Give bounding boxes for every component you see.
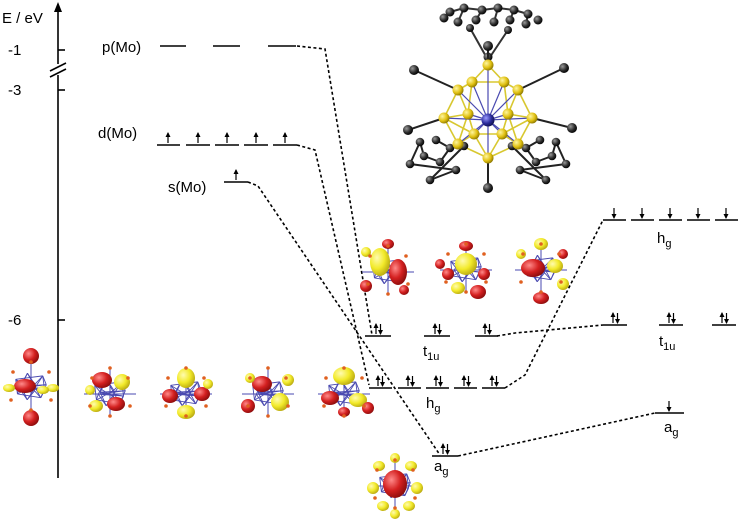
molecule-structure-icon <box>403 3 577 193</box>
spin-up-arrow-icon <box>373 323 379 334</box>
tick-label-minus-6: -6 <box>8 312 21 329</box>
tick-label-minus-1: -1 <box>8 42 21 59</box>
spin-down-arrow-icon <box>723 208 729 219</box>
spin-down-arrow-icon <box>666 401 672 412</box>
spin-up-arrow-icon <box>282 132 288 143</box>
d-mo-label: d(Mo) <box>98 125 137 142</box>
spin-down-arrow-icon <box>724 313 729 324</box>
orbital-isosurface-icon <box>435 241 492 299</box>
spin-down-arrow-icon <box>639 208 645 219</box>
spin-down-arrow-icon <box>466 376 471 387</box>
hg-levels-right: hg <box>603 219 738 250</box>
t1u-levels-center: t1u <box>365 335 498 363</box>
spin-down-arrow-icon <box>667 208 673 219</box>
ag-label-right: ag <box>664 419 678 439</box>
axis-break-icon <box>49 62 67 72</box>
electron-arrows <box>165 132 729 455</box>
p-mo-levels: p(Mo) <box>102 39 296 56</box>
ag-level-center: ag <box>432 455 458 478</box>
hg-levels-center: hg <box>369 387 505 415</box>
spin-up-arrow-icon <box>233 169 239 180</box>
ag-label-center: ag <box>434 458 448 478</box>
spin-up-arrow-icon <box>489 375 495 386</box>
ag-level-right: ag <box>655 412 684 439</box>
spin-down-arrow-icon <box>438 376 443 387</box>
axis-arrowhead-icon <box>54 2 62 12</box>
s-mo-level: s(Mo) <box>168 179 248 196</box>
orbital-isosurface-icon <box>241 366 294 418</box>
spin-up-arrow-icon <box>432 323 438 334</box>
hg-label-right: hg <box>657 230 671 250</box>
energy-axis: E / eV -1 -3 -6 <box>2 2 67 478</box>
spin-up-arrow-icon <box>440 443 446 454</box>
spin-up-arrow-icon <box>610 312 616 323</box>
orbital-isosurface-icon <box>84 366 136 418</box>
spin-down-arrow-icon <box>445 444 450 455</box>
spin-up-arrow-icon <box>433 375 439 386</box>
spin-up-arrow-icon <box>666 312 672 323</box>
orbital-isosurface-icon <box>318 366 374 418</box>
spin-down-arrow-icon <box>437 324 442 335</box>
spin-up-arrow-icon <box>165 132 171 143</box>
spin-down-arrow-icon <box>615 313 620 324</box>
spin-up-arrow-icon <box>253 132 259 143</box>
hg-label-center: hg <box>426 395 440 415</box>
spin-up-arrow-icon <box>224 132 230 143</box>
spin-up-arrow-icon <box>405 375 411 386</box>
orbital-isosurface-icon <box>360 239 414 296</box>
spin-up-arrow-icon <box>375 375 381 386</box>
spin-up-arrow-icon <box>461 375 467 386</box>
tick-label-minus-3: -3 <box>8 82 21 99</box>
spin-down-arrow-icon <box>378 324 383 335</box>
p-mo-label: p(Mo) <box>102 39 141 56</box>
t1u-levels-right: t1u <box>603 324 736 353</box>
spin-up-arrow-icon <box>482 323 488 334</box>
spin-down-arrow-icon <box>410 376 415 387</box>
spin-up-arrow-icon <box>719 312 725 323</box>
orbital-isosurface-icon <box>3 348 59 426</box>
spin-down-arrow-icon <box>380 376 385 387</box>
spin-up-arrow-icon <box>195 132 201 143</box>
spin-down-arrow-icon <box>494 376 499 387</box>
orbital-isosurface-icon <box>515 238 569 304</box>
s-mo-label: s(Mo) <box>168 179 206 196</box>
t1u-label-center: t1u <box>423 343 439 363</box>
orbital-isosurface-icon <box>160 366 213 419</box>
axis-title: E / eV <box>2 10 43 27</box>
orbital-isosurfaces <box>3 238 569 519</box>
spin-down-arrow-icon <box>487 324 492 335</box>
d-mo-levels: d(Mo) <box>98 125 297 146</box>
t1u-label-right: t1u <box>659 333 675 353</box>
correlation-lines <box>247 45 656 457</box>
orbital-isosurface-icon <box>367 453 423 519</box>
spin-down-arrow-icon <box>671 313 676 324</box>
spin-down-arrow-icon <box>611 208 617 219</box>
spin-down-arrow-icon <box>695 208 701 219</box>
